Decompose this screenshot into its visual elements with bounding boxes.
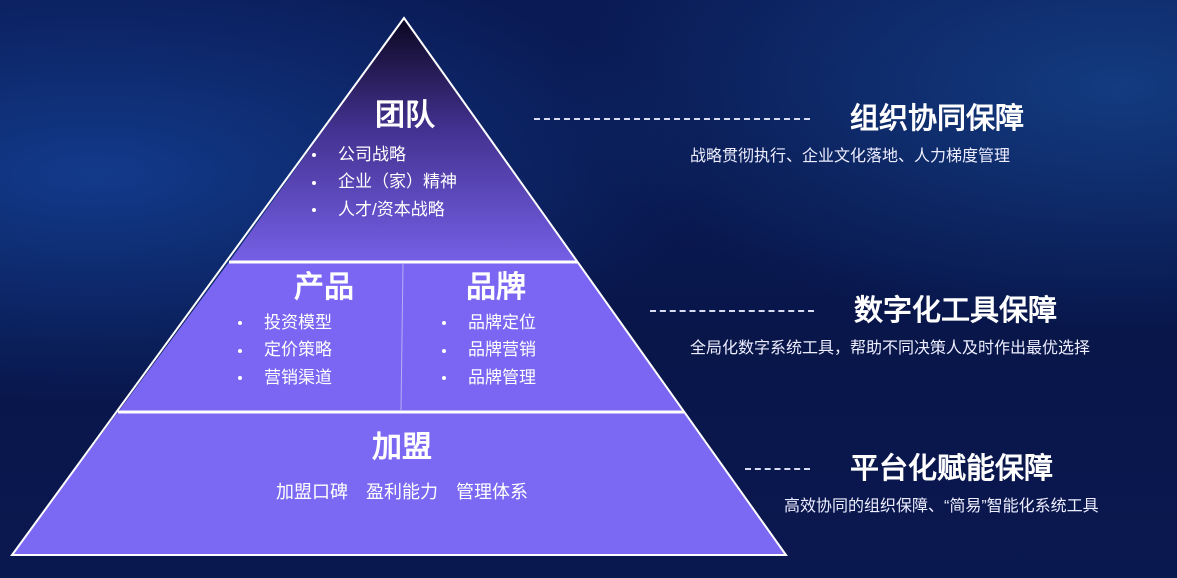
tier-bottom-item: 管理体系 bbox=[456, 482, 528, 502]
tier-top-content: 团队 公司战略 企业（家）精神 人才/资本战略 bbox=[300, 98, 510, 220]
bullet bbox=[312, 207, 316, 212]
pyramid-outline bbox=[10, 16, 788, 556]
tier-top-title: 团队 bbox=[375, 99, 435, 132]
tier-bottom-item: 加盟口碑 bbox=[276, 482, 348, 502]
connector-dash bbox=[534, 118, 810, 121]
guarantee-desc: 战略贯彻执行、企业文化落地、人力梯度管理 bbox=[690, 147, 1011, 165]
bullet bbox=[312, 153, 316, 158]
tier-top-item: 公司战略 bbox=[338, 145, 406, 164]
tier-bottom-title: 加盟 bbox=[372, 431, 432, 464]
column-divider bbox=[400, 263, 404, 411]
guarantee-title: 平台化赋能保障 bbox=[850, 453, 1054, 485]
tier-bottom-item: 盈利能力 bbox=[366, 482, 438, 502]
brand-item: 品牌管理 bbox=[468, 367, 536, 387]
guarantee-title: 组织协同保障 bbox=[850, 103, 1025, 135]
brand-item: 品牌营销 bbox=[468, 340, 536, 360]
tier-bottom-content: 加盟 加盟口碑 盈利能力 管理体系 bbox=[150, 430, 654, 504]
product-item: 投资模型 bbox=[264, 313, 332, 332]
product-column: 产品 投资模型 定价策略 营销渠道 bbox=[230, 270, 398, 388]
guarantee-title: 数字化工具保障 bbox=[854, 295, 1058, 327]
guarantee-3: 平台化赋能保障 高效协同的组织保障、“简易”智能化系统工具 bbox=[534, 452, 1169, 516]
bullet bbox=[238, 348, 242, 353]
brand-title: 品牌 bbox=[466, 271, 526, 304]
bullet bbox=[442, 348, 446, 353]
bullet bbox=[312, 180, 316, 185]
bullet bbox=[238, 375, 242, 380]
product-item: 定价策略 bbox=[264, 340, 332, 360]
tier-middle bbox=[118, 262, 684, 412]
bullet bbox=[442, 321, 446, 326]
guarantee-1: 组织协同保障 战略贯彻执行、企业文化落地、人力梯度管理 bbox=[534, 102, 1169, 166]
product-item: 营销渠道 bbox=[264, 367, 332, 387]
tier-top-item: 企业（家）精神 bbox=[338, 172, 457, 192]
connector-dash bbox=[650, 310, 814, 313]
tier-bottom bbox=[12, 412, 786, 555]
tier-top-item: 人才/资本战略 bbox=[338, 199, 445, 219]
brand-column: 品牌 品牌定位 品牌营销 品牌管理 bbox=[436, 270, 606, 388]
brand-item: 品牌定位 bbox=[468, 313, 536, 332]
bullet bbox=[238, 321, 242, 326]
guarantee-2: 数字化工具保障 全局化数字系统工具，帮助不同决策人及时作出最优选择 bbox=[534, 294, 1169, 358]
connector-dash bbox=[745, 468, 810, 471]
guarantee-desc: 高效协同的组织保障、“简易”智能化系统工具 bbox=[784, 497, 1099, 515]
tier-top bbox=[229, 18, 578, 262]
product-title: 产品 bbox=[294, 271, 354, 304]
bullet bbox=[442, 375, 446, 380]
guarantee-desc: 全局化数字系统工具，帮助不同决策人及时作出最优选择 bbox=[690, 339, 1091, 357]
